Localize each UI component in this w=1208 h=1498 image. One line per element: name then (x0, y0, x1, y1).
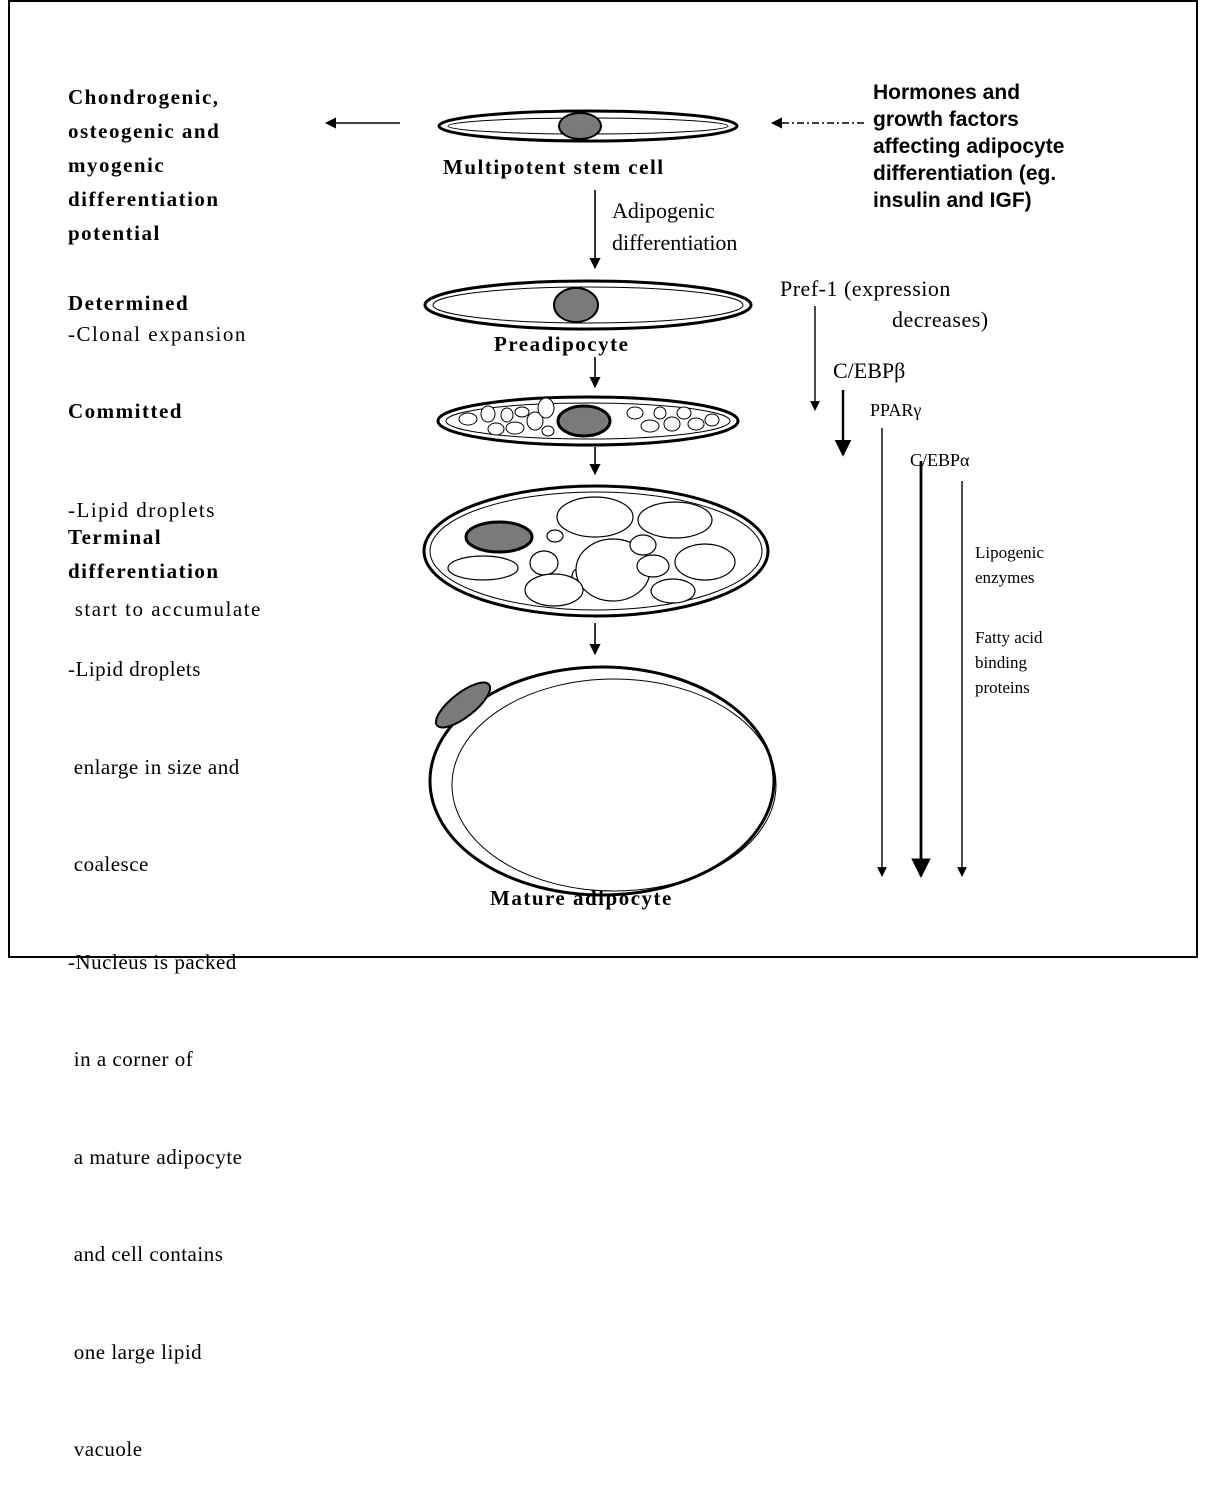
pref1-label-2: decreases) (892, 307, 989, 333)
hormones-note: Hormones and growth factors affecting ad… (873, 79, 1064, 214)
fatty-acid-note: Fatty acid binding proteins (975, 625, 1043, 700)
determined-title: Determined (68, 288, 189, 318)
committed-cell-shape (438, 397, 738, 445)
cebp-beta-label: C/EBPβ (833, 358, 905, 384)
stem-cell-shape (439, 111, 737, 141)
terminal-desc: -Lipid droplets enlarge in size and coal… (68, 588, 243, 1498)
mature-adipocyte-label: Mature adipocyte (490, 886, 673, 911)
terminal-title: Terminal differentiation (68, 520, 220, 588)
adipogenic-label-2: differentiation (612, 227, 737, 259)
committed-title: Committed (68, 396, 183, 426)
differentiation-potential-note: Chondrogenic, osteogenic and myogenic di… (68, 80, 220, 250)
adipogenic-label-1: Adipogenic (612, 195, 715, 227)
cebp-alpha-label: C/EBPα (910, 450, 969, 471)
determined-desc: -Clonal expansion (68, 319, 247, 349)
preadipocyte-label: Preadipocyte (494, 332, 629, 357)
ppar-gamma-label: PPARγ (870, 400, 921, 421)
lipogenic-note: Lipogenic enzymes (975, 540, 1044, 590)
terminal-cell-shape (424, 486, 768, 616)
pref1-label-1: Pref-1 (expression (780, 276, 951, 302)
preadipocyte-shape (425, 281, 751, 329)
mature-adipocyte-shape (430, 667, 776, 895)
stem-cell-label: Multipotent stem cell (443, 155, 665, 180)
factor-arrows (815, 306, 962, 876)
